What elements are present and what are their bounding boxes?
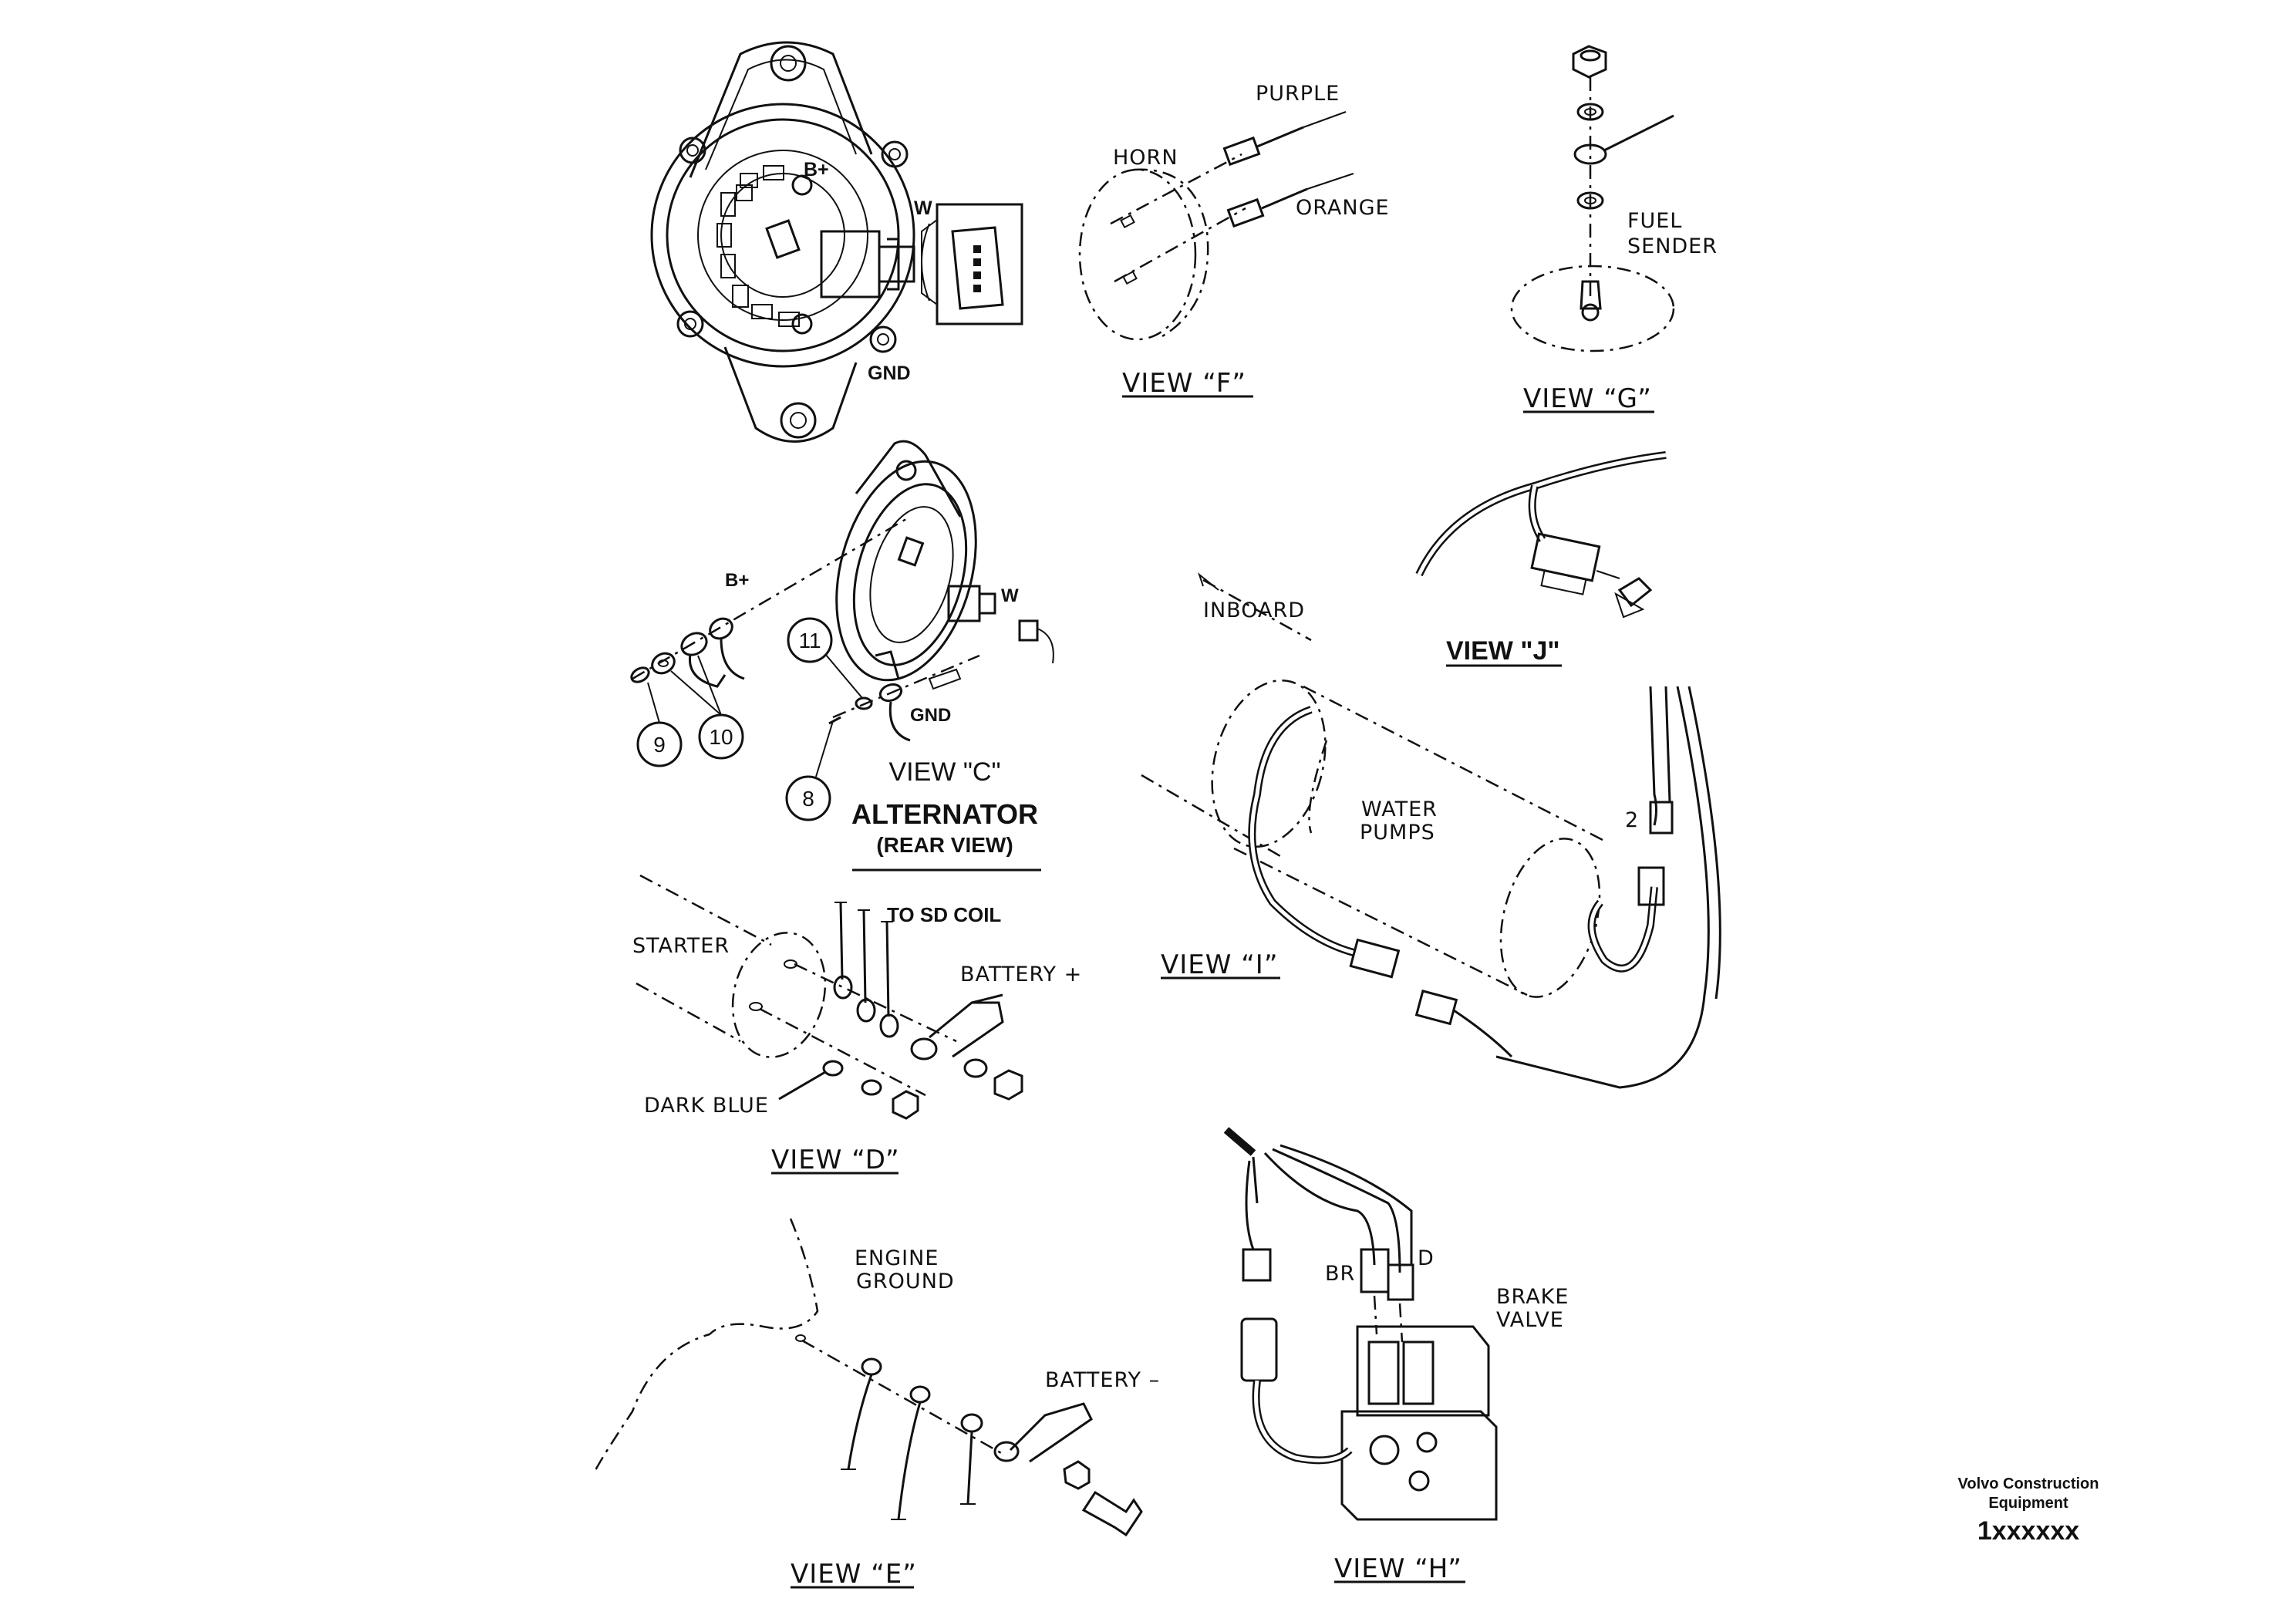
alternator-front-drawing xyxy=(650,41,1023,443)
view-f-drawing xyxy=(1078,111,1354,341)
alt-front-w-label: W xyxy=(914,197,932,219)
view-j-title: VIEW "J" xyxy=(1446,636,1560,666)
view-h-brake-label: BRAKE xyxy=(1496,1285,1569,1309)
company-name-line2: Equipment xyxy=(1988,1495,2068,1512)
view-g-drawing xyxy=(1510,45,1675,352)
view-d-battery-plus-label: BATTERY + xyxy=(960,963,1082,986)
view-c-caption: ALTERNATOR xyxy=(851,798,1038,830)
view-c-gnd-label: GND xyxy=(910,705,951,726)
alt-front-gnd-label: GND xyxy=(868,363,911,384)
view-j-drawing xyxy=(1415,451,1667,619)
view-i-inboard-label: INBOARD xyxy=(1203,599,1305,622)
view-f-orange-label: ORANGE xyxy=(1296,196,1390,220)
view-c-drawing xyxy=(630,440,1054,821)
callout-8: 8 xyxy=(802,787,814,811)
view-h-drawing xyxy=(1223,1127,1498,1521)
view-h-valve-label: VALVE xyxy=(1496,1308,1564,1332)
view-d-sd-coil-label: TO SD COIL xyxy=(887,903,1001,926)
view-e-drawing xyxy=(592,1218,1143,1537)
company-name-line1: Volvo Construction xyxy=(1957,1475,2099,1492)
view-h-title: VIEW “H” xyxy=(1334,1553,1462,1584)
view-i-water-label: WATER xyxy=(1361,798,1438,821)
view-i-connector-label: 2 xyxy=(1625,808,1639,832)
view-c-subcaption: (REAR VIEW) xyxy=(876,833,1013,857)
view-g-sender-label: SENDER xyxy=(1627,234,1718,258)
view-c-w-label: W xyxy=(1001,585,1019,606)
view-h-d-label: D xyxy=(1418,1246,1435,1270)
view-c-title: VIEW "C" xyxy=(888,757,1000,787)
view-e-battery-minus-label: BATTERY – xyxy=(1045,1368,1160,1392)
view-i-pumps-label: PUMPS xyxy=(1360,821,1435,845)
view-f-title: VIEW “F” xyxy=(1122,368,1246,399)
view-e-title: VIEW “E” xyxy=(791,1559,917,1590)
view-i-title: VIEW “I” xyxy=(1161,949,1278,980)
part-number: 1xxxxxx xyxy=(1977,1516,2080,1546)
view-h-br-label: BR xyxy=(1325,1262,1355,1286)
view-c-bplus-label: B+ xyxy=(725,570,749,591)
view-f-horn-label: HORN xyxy=(1113,146,1178,170)
view-d-title: VIEW “D” xyxy=(771,1145,900,1175)
view-e-engine-label: ENGINE xyxy=(855,1246,939,1270)
alt-front-bplus-label: B+ xyxy=(804,159,829,180)
callout-10: 10 xyxy=(709,725,733,749)
company-name: Volvo Construction Equipment xyxy=(1928,1475,2129,1513)
view-d-drawing xyxy=(636,874,1023,1120)
callout-11: 11 xyxy=(798,629,821,653)
view-d-starter-label: STARTER xyxy=(632,934,730,958)
callout-9: 9 xyxy=(653,733,666,757)
view-i-drawing xyxy=(1141,572,1721,1089)
view-g-title: VIEW “G” xyxy=(1523,383,1652,414)
view-d-dark-blue-label: DARK BLUE xyxy=(644,1094,769,1118)
view-f-purple-label: PURPLE xyxy=(1256,82,1340,106)
view-e-ground-label: GROUND xyxy=(856,1270,955,1293)
view-g-fuel-label: FUEL xyxy=(1627,209,1682,233)
